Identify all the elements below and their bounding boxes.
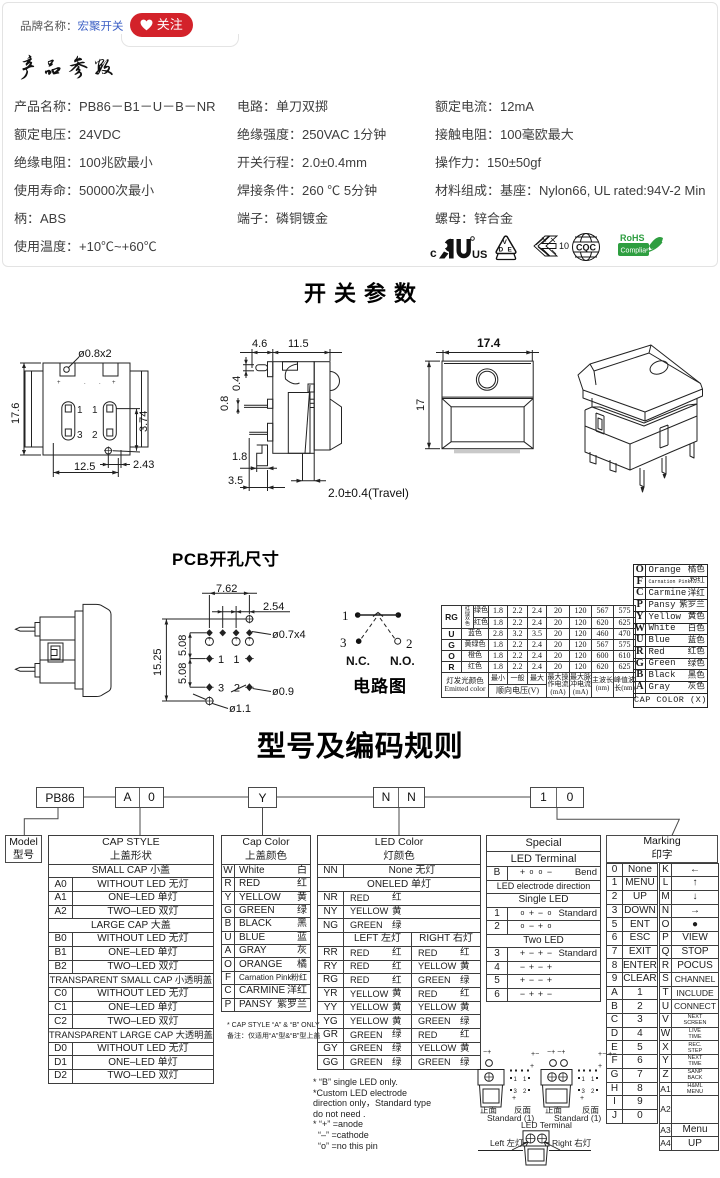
svg-text:2.43: 2.43: [133, 459, 154, 471]
svg-text:+: +: [57, 380, 61, 386]
svg-text:3: 3: [582, 1089, 586, 1095]
svg-text:D: D: [499, 247, 504, 254]
svg-text:3: 3: [77, 430, 83, 441]
svg-text:+− +−: +− +−: [598, 1051, 616, 1058]
svg-text:11.5: 11.5: [288, 338, 309, 350]
svg-text:+: +: [512, 1095, 516, 1102]
svg-text:5.08: 5.08: [177, 663, 189, 684]
svg-text:-: -: [208, 642, 210, 648]
svg-text:ø1.1: ø1.1: [229, 703, 251, 715]
svg-text:.: .: [84, 380, 86, 386]
svg-text:3: 3: [514, 1089, 518, 1095]
svg-text:+: +: [112, 380, 116, 386]
svg-text:+−: +−: [531, 1051, 539, 1058]
svg-text:+: +: [208, 637, 212, 643]
svg-text:2: 2: [92, 430, 98, 441]
svg-text:-: -: [235, 642, 237, 648]
svg-text:0.8: 0.8: [219, 396, 231, 411]
svg-text:17.4: 17.4: [477, 336, 501, 350]
svg-text:7.62: 7.62: [216, 583, 237, 595]
svg-text:正面: 正面: [545, 1104, 563, 1116]
svg-text:10: 10: [559, 241, 569, 251]
svg-text:1: 1: [514, 1077, 518, 1083]
svg-text:2: 2: [523, 1089, 527, 1095]
svg-text:−+ −+: −+ −+: [547, 1049, 565, 1056]
svg-text:US: US: [472, 249, 487, 261]
svg-text:Right 右灯: Right 右灯: [552, 1138, 592, 1148]
svg-text:−+: −+: [483, 1049, 491, 1056]
svg-text:17.6: 17.6: [10, 403, 22, 424]
svg-text:1: 1: [342, 608, 349, 623]
svg-text:3: 3: [340, 635, 347, 650]
svg-text:V: V: [503, 239, 508, 246]
svg-text:+: +: [598, 1063, 602, 1070]
svg-text:c: c: [430, 246, 437, 260]
svg-text:1: 1: [218, 654, 224, 666]
svg-text:1: 1: [233, 654, 239, 666]
svg-text:2: 2: [406, 636, 413, 651]
svg-text:2.0±0.4(Travel): 2.0±0.4(Travel): [328, 486, 409, 500]
svg-text:1: 1: [77, 405, 83, 416]
svg-text:E: E: [508, 247, 513, 254]
svg-text:Compliant: Compliant: [621, 248, 653, 255]
svg-text:+: +: [580, 1095, 584, 1102]
svg-text:1: 1: [582, 1077, 586, 1083]
svg-text:4.6: 4.6: [252, 338, 267, 350]
svg-text:-: -: [248, 642, 250, 648]
svg-text:.: .: [99, 380, 101, 386]
svg-text:Standard (1): Standard (1): [554, 1113, 601, 1123]
svg-text:N.C.: N.C.: [346, 654, 370, 668]
svg-text:2: 2: [591, 1089, 595, 1095]
svg-text:12.5: 12.5: [74, 461, 95, 473]
svg-text:3.5: 3.5: [228, 475, 243, 487]
svg-text:ø0.9: ø0.9: [272, 686, 294, 698]
svg-text:RoHS: RoHS: [620, 233, 645, 243]
svg-text:1: 1: [523, 1077, 527, 1083]
svg-text:ø0.7x4: ø0.7x4: [272, 629, 306, 641]
svg-text:15.25: 15.25: [152, 648, 164, 676]
svg-text:反面: 反面: [514, 1104, 532, 1116]
svg-text:0.4: 0.4: [231, 376, 243, 391]
svg-text:正面: 正面: [480, 1104, 498, 1116]
svg-text:反面: 反面: [582, 1104, 600, 1116]
svg-text:2: 2: [234, 683, 240, 695]
svg-text:Left 左灯: Left 左灯: [490, 1138, 524, 1148]
svg-text:3.74: 3.74: [138, 411, 150, 432]
svg-text:+: +: [530, 1063, 534, 1070]
svg-text:N.O.: N.O.: [390, 654, 415, 668]
svg-text:1: 1: [591, 1077, 595, 1083]
svg-text:1: 1: [92, 405, 98, 416]
svg-text:17: 17: [415, 399, 427, 411]
svg-text:LED Terminal: LED Terminal: [521, 1120, 572, 1130]
svg-text:1.8: 1.8: [232, 451, 247, 463]
svg-text:+: +: [234, 637, 238, 643]
svg-text:3: 3: [218, 683, 224, 695]
svg-text:−: −: [71, 374, 75, 380]
svg-text:ø0.8x2: ø0.8x2: [78, 348, 112, 360]
svg-text:+: +: [248, 637, 252, 643]
svg-text:CQC: CQC: [576, 243, 597, 253]
svg-text:5.08: 5.08: [177, 635, 189, 656]
svg-text:Standard (1): Standard (1): [487, 1113, 534, 1123]
svg-text:2.54: 2.54: [263, 601, 284, 613]
